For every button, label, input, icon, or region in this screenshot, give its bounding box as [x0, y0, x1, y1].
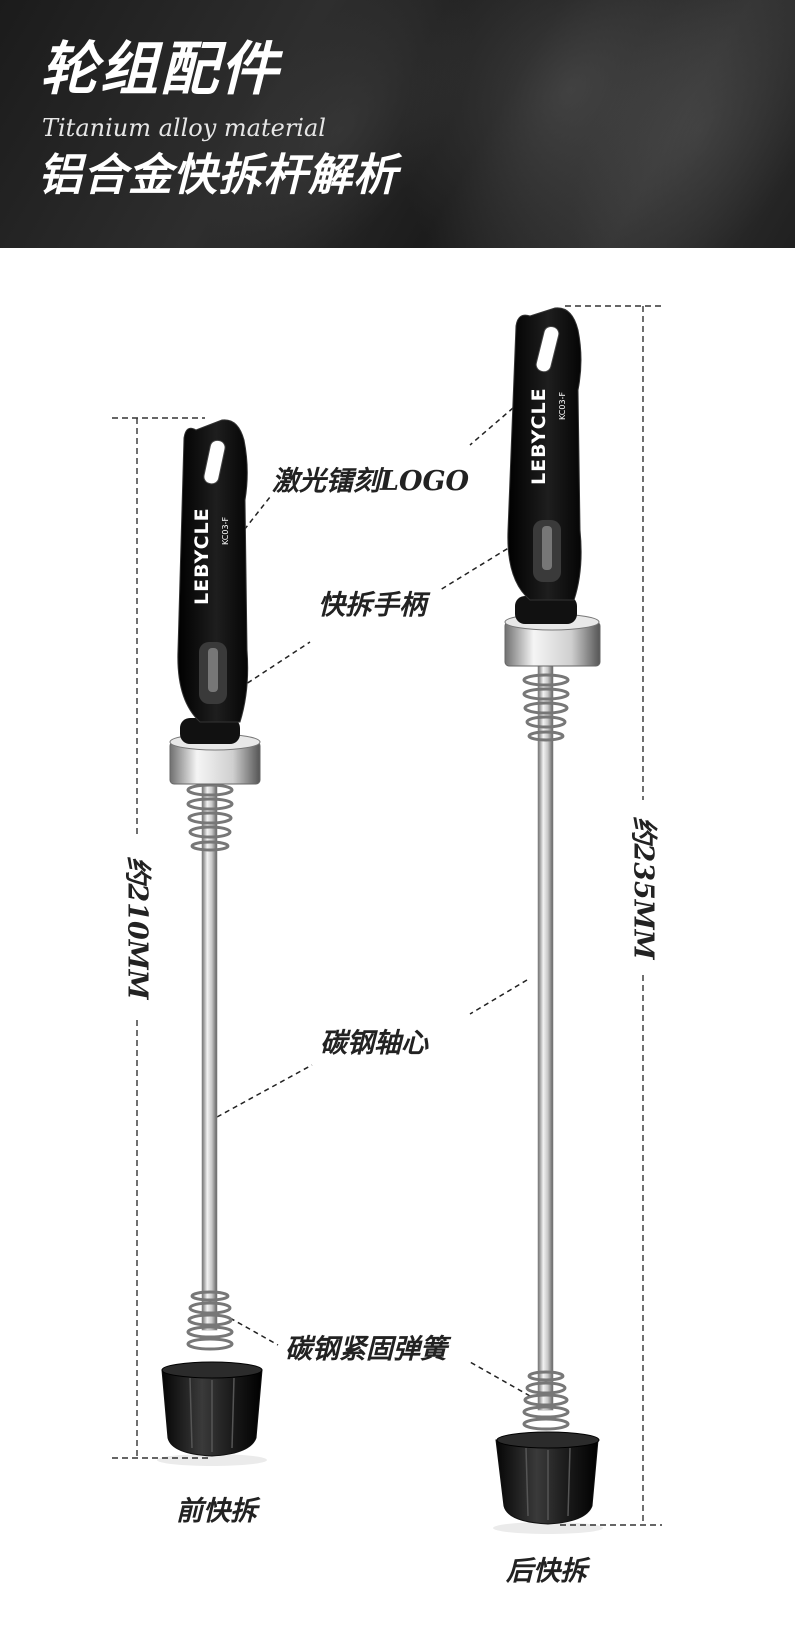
callout-leaders [216, 401, 531, 1397]
rear-length-label: 约235MM [627, 816, 659, 960]
page-title: 轮组配件 [40, 35, 281, 103]
callout-laser-logo: 激光镭刻LOGO [272, 466, 470, 497]
header-banner: 轮组配件 Titanium alloy material 铝合金快拆杆解析 [0, 0, 795, 248]
rear-model-text: KC03-F [558, 392, 567, 420]
rear-bottom-spring [522, 1370, 570, 1431]
front-logo-text: LEBYCLE [191, 507, 213, 605]
callout-handle: 快拆手柄 [318, 590, 426, 621]
rear-dimension-bracket [560, 305, 662, 1526]
front-bottom-spring [186, 1290, 234, 1351]
front-model-text: KC03-F [221, 517, 230, 545]
page-heading: 铝合金快拆杆解析 [38, 150, 398, 201]
rear-quick-release [493, 307, 603, 1534]
rear-logo-text: LEBYCLE [528, 387, 550, 485]
callout-spring: 碳钢紧固弹簧 [285, 1334, 447, 1365]
front-quick-release [157, 419, 267, 1466]
front-product-name: 前快拆 [176, 1496, 257, 1527]
front-length-label: 约210MM [121, 856, 153, 1000]
rear-top-spring [522, 673, 570, 742]
front-dimension-bracket [112, 417, 210, 1459]
front-top-spring [186, 783, 234, 852]
page-subtitle: Titanium alloy material [42, 114, 326, 142]
rear-product-name: 后快拆 [506, 1556, 587, 1587]
callout-axle: 碳钢轴心 [320, 1028, 428, 1059]
